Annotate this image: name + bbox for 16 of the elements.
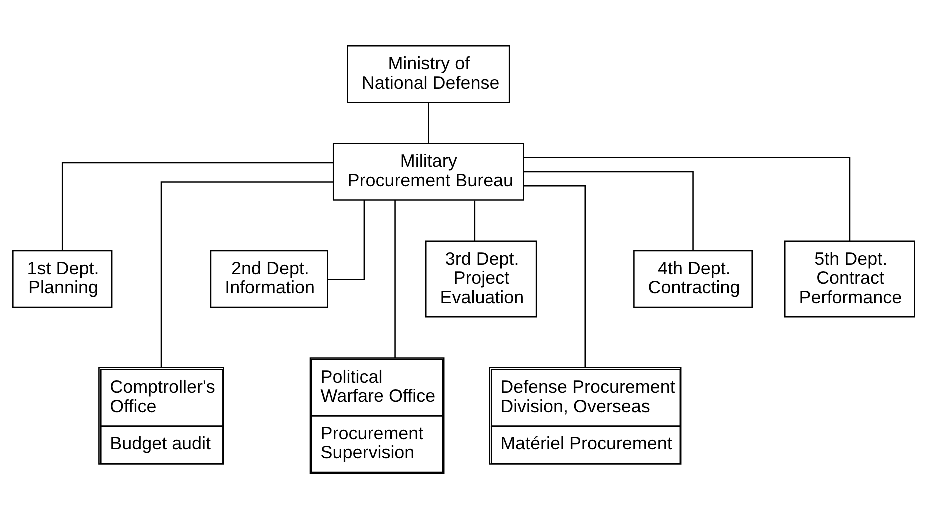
- connector: [524, 186, 586, 368]
- connector: [428, 103, 430, 144]
- connector: [394, 200, 396, 358]
- node-box: 2nd Dept. Information: [210, 250, 328, 308]
- connector: [328, 200, 366, 281]
- node-box: 1st Dept. Planning: [12, 250, 113, 308]
- node-box: 3rd Dept. Project Evaluation: [425, 240, 538, 318]
- connector: [474, 200, 476, 242]
- node-box: 4th Dept. Contracting: [634, 250, 753, 308]
- node-box: Ministry of National Defense: [347, 46, 510, 104]
- connector: [524, 157, 851, 242]
- node-box: 5th Dept. Contract Performance: [784, 240, 916, 318]
- node-box: Military Procurement Bureau: [332, 143, 524, 201]
- connector: [62, 162, 334, 251]
- connector: [524, 171, 694, 251]
- connector: [160, 182, 334, 368]
